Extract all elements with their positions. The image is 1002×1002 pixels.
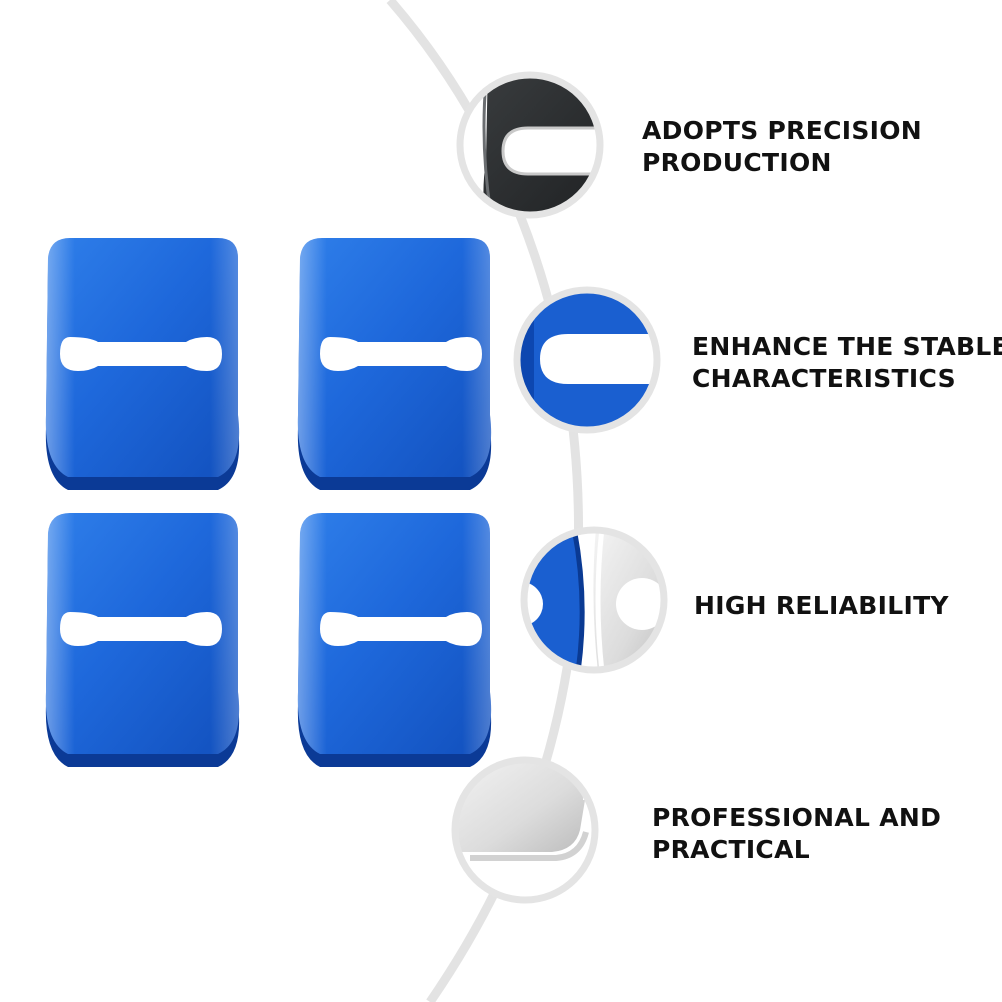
detail-circle-silver-close-up <box>451 756 599 904</box>
detail-circle-black-close-up <box>456 71 604 219</box>
cover-bottom-left <box>45 513 240 767</box>
feature-label-line: ENHANCE THE STABLE <box>692 332 1002 361</box>
feature-label-line: PRODUCTION <box>642 148 832 177</box>
feature-label-stable: ENHANCE THE STABLE CHARACTERISTICS <box>692 331 1002 395</box>
feature-label-precision: ADOPTS PRECISION PRODUCTION <box>642 115 922 179</box>
cover-top-right <box>297 238 492 490</box>
feature-label-reliability: HIGH RELIABILITY <box>694 590 949 622</box>
detail-circle-edge-close-up <box>520 526 668 674</box>
detail-circle-blue-close-up <box>513 286 661 434</box>
cover-top-left <box>45 238 240 490</box>
slot-hole <box>60 612 222 646</box>
feature-label-line: PRACTICAL <box>652 835 810 864</box>
feature-label-line: HIGH RELIABILITY <box>694 591 949 620</box>
feature-label-line: ADOPTS PRECISION <box>642 116 923 145</box>
slot-hole <box>320 337 482 371</box>
feature-label-line: PROFESSIONAL AND <box>652 803 942 832</box>
slot-hole <box>320 612 482 646</box>
feature-label-line: CHARACTERISTICS <box>692 364 956 393</box>
feature-label-practical: PROFESSIONAL AND PRACTICAL <box>652 802 941 866</box>
slot-hole <box>60 337 222 371</box>
cover-bottom-right <box>297 513 492 767</box>
